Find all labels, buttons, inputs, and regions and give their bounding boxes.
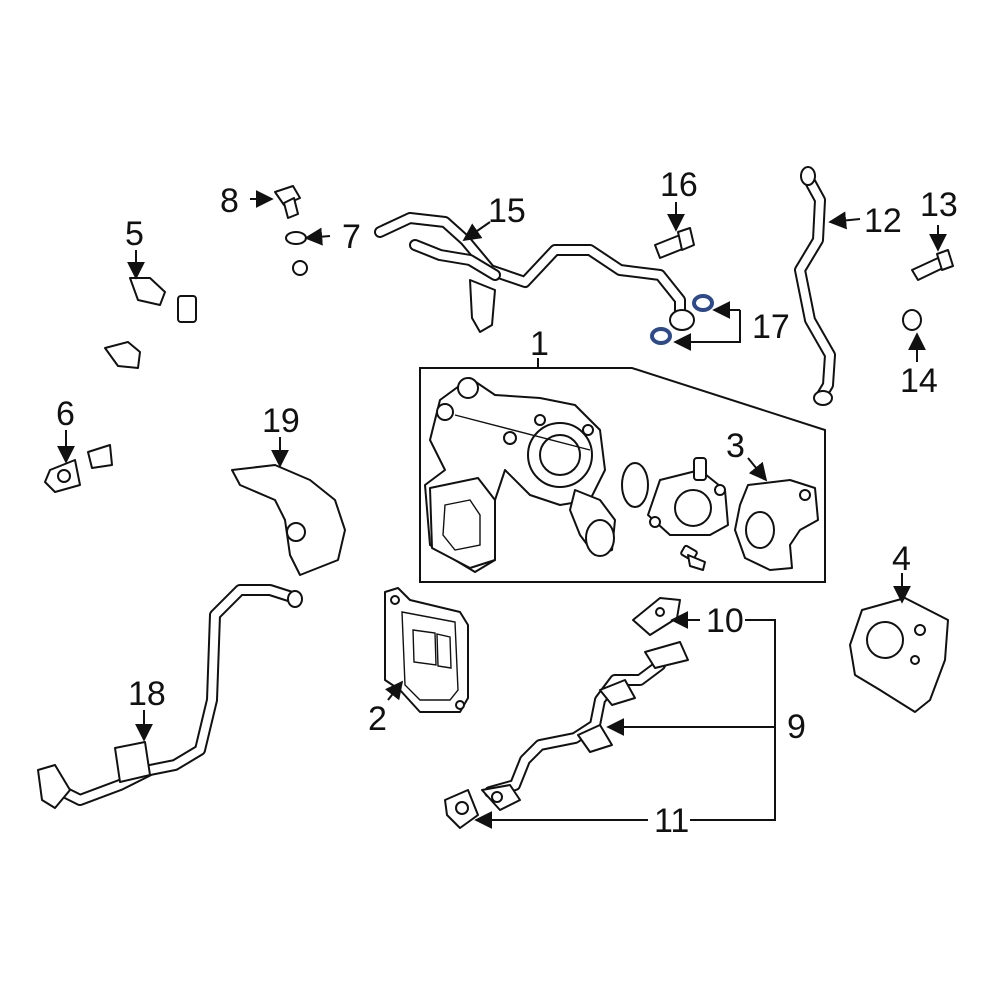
callout-5: 5: [125, 215, 144, 253]
bolt-part-13[interactable]: [911, 249, 954, 281]
callout-4: 4: [892, 540, 911, 578]
o-ring[interactable]: [621, 462, 649, 508]
gasket-part-2[interactable]: [384, 587, 469, 713]
callout-6: 6: [56, 395, 75, 433]
bolt-part-16[interactable]: [654, 227, 695, 259]
heat-shield-part-19[interactable]: [231, 464, 346, 576]
callout-13: 13: [920, 186, 958, 224]
callout-15: 15: [488, 192, 526, 230]
outlet-flange[interactable]: [647, 457, 729, 536]
callout-9: 9: [787, 708, 806, 746]
banjo-bolt-part-8[interactable]: [274, 185, 301, 219]
return-hose-part-12[interactable]: [794, 166, 836, 406]
callout-12: 12: [864, 202, 902, 240]
callout-11: 11: [654, 802, 689, 840]
bolt-in-box[interactable]: [680, 544, 706, 571]
callout-14: 14: [900, 362, 938, 400]
gasket-part-10[interactable]: [632, 597, 681, 636]
gasket-part-6[interactable]: [44, 459, 81, 493]
oil-return-pipe-part-9[interactable]: [484, 641, 689, 798]
callout-17: 17: [752, 308, 790, 346]
heat-shield-part-4[interactable]: [849, 597, 949, 713]
callout-3: 3: [726, 427, 745, 465]
callout-7: 7: [342, 218, 361, 256]
turbocharger-assembly-box: [419, 358, 826, 583]
leader-lines: [57, 190, 947, 829]
callout-2: 2: [368, 700, 387, 738]
callout-1: 1: [530, 325, 549, 363]
callout-8: 8: [220, 182, 239, 220]
coolant-line-part-15[interactable]: [374, 212, 695, 333]
callout-16: 16: [660, 166, 698, 204]
turbocharger-part[interactable]: [424, 377, 616, 573]
washer-part-14[interactable]: [902, 309, 922, 331]
oil-feed-line-part-5[interactable]: [87, 238, 308, 469]
coolant-line-part-18[interactable]: [37, 584, 303, 809]
washer-part-7[interactable]: [285, 231, 307, 245]
seal-ring-part-17-lower[interactable]: [650, 327, 672, 345]
heat-shield-part-3[interactable]: [734, 479, 819, 571]
callout-19: 19: [262, 402, 300, 440]
callout-18: 18: [128, 675, 166, 713]
callout-10: 10: [706, 602, 744, 640]
gasket-part-11[interactable]: [444, 784, 521, 829]
seal-ring-part-17-upper[interactable]: [692, 294, 714, 312]
